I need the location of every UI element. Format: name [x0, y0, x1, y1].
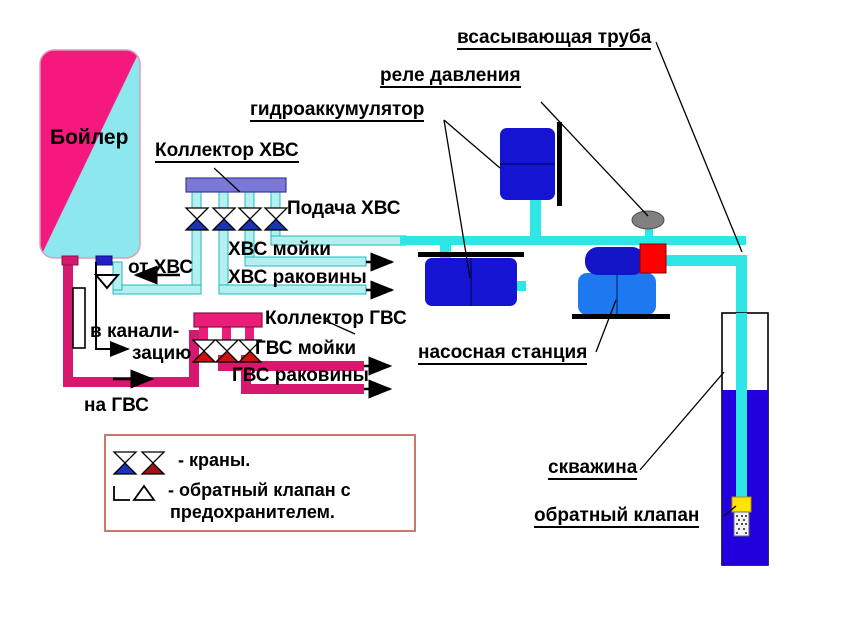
- cold-sink-label: ХВС мойки: [228, 239, 331, 260]
- to-sewer-label-line1: в канали-: [90, 321, 180, 342]
- legend-item-2-text: предохранителем.: [170, 502, 335, 522]
- to-sewer-label-line2: зацию: [132, 343, 192, 364]
- hot-sink-label: ГВС мойки: [255, 338, 357, 359]
- legend-item-1-text: - обратный клапан с: [168, 480, 351, 500]
- hot-valve-group: [191, 339, 263, 363]
- cold-valve-group: [184, 207, 289, 231]
- hydroaccumulator-label: гидроаккумулятор: [250, 99, 425, 122]
- cold-supply-label: Подача ХВС: [287, 198, 401, 219]
- to-hot-label: на ГВС: [84, 395, 149, 416]
- legend-item-0-text: - краны.: [178, 450, 251, 470]
- legend-symbols: [112, 451, 166, 501]
- from-cold-label: от ХВС: [128, 257, 194, 278]
- pressure-relay-label: реле давления: [380, 65, 521, 88]
- legend-valve-blue-icon: [112, 451, 138, 475]
- hydroaccumulator-tank: [500, 122, 562, 206]
- legend-box: - краны. - обратный клапан с предохранит…: [104, 434, 416, 532]
- legend-valve-red-icon: [140, 451, 166, 475]
- leader-lines: [213, 41, 743, 517]
- flow-arrows: [113, 252, 395, 399]
- pump-station-unit: [572, 210, 670, 319]
- hot-collector-label: Коллектор ГВС: [265, 308, 407, 329]
- well-label: скважина: [548, 457, 638, 480]
- pump-station-label: насосная станция: [418, 342, 588, 365]
- legend-check-valve-icon: [113, 484, 156, 501]
- boiler-label: Бойлер: [50, 126, 129, 149]
- boiler-vessel: [39, 49, 141, 266]
- hot-washbasin-label: ГВС раковины: [232, 365, 369, 386]
- cold-collector-label: Коллектор ХВС: [155, 140, 299, 163]
- membrane-tank: [418, 252, 524, 306]
- foot-check-valve-symbol: [731, 496, 752, 537]
- suction-pipe-label: всасывающая труба: [457, 27, 652, 50]
- check-valve-label: обратный клапан: [534, 505, 700, 528]
- cold-washbasin-label: ХВС раковины: [228, 267, 367, 288]
- hot-water-collector-bar: [193, 312, 263, 328]
- cold-water-collector-bar: [185, 177, 287, 193]
- boiler-check-valve-with-safety: [72, 262, 130, 357]
